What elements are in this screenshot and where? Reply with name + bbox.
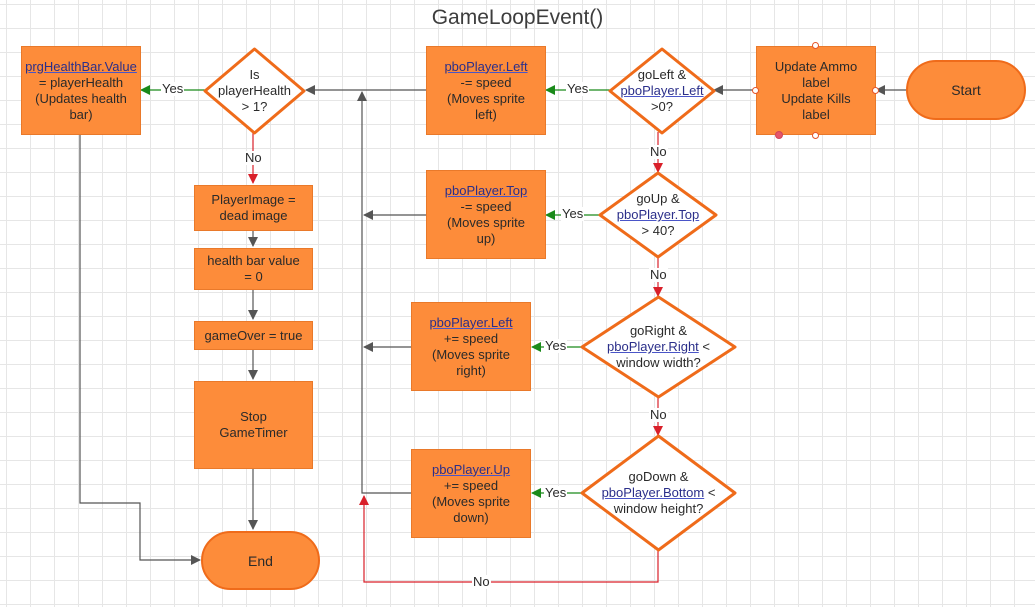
goright-line-1: goRight &	[629, 323, 688, 338]
move-left-line-1: pboPlayer.Left	[444, 58, 528, 74]
health-line-1: Is	[249, 67, 260, 82]
decision-godown[interactable]: goDown & pboPlayer.Bottom < window heigh…	[580, 434, 737, 552]
healthbar-line-4: bar)	[69, 106, 93, 122]
goleft-line-1: goLeft &	[637, 67, 687, 82]
goright-line-2: pboPlayer.Right <	[607, 339, 710, 355]
move-right-process[interactable]: pboPlayer.Left += speed (Moves sprite ri…	[411, 302, 531, 391]
update-line-3: Update Kills	[781, 90, 851, 106]
dead-image-line-2: dead image	[219, 208, 288, 223]
decision-goup-shape	[598, 171, 718, 259]
label-no-health: No	[244, 150, 263, 165]
godown-lt: <	[707, 485, 716, 500]
start-label: Start	[951, 82, 981, 98]
update-line-1: Update Ammo	[774, 58, 858, 74]
edge-godown-no	[359, 495, 659, 583]
selection-handle-bottom[interactable]	[812, 132, 819, 139]
update-line-4: label	[802, 106, 830, 122]
goright-lt: <	[702, 339, 710, 354]
end-label: End	[248, 552, 273, 569]
goleft-line-3: >0?	[650, 99, 674, 114]
health-line-3: > 1?	[241, 99, 268, 114]
move-right-line-4: right)	[456, 362, 486, 378]
decision-godown-shape	[580, 434, 737, 552]
stop-timer-line-1: Stop	[240, 409, 267, 424]
dead-image-process[interactable]: PlayerImage = dead image	[194, 185, 313, 231]
move-left-line-2: -= speed	[460, 74, 512, 90]
selection-handle-right[interactable]	[872, 87, 879, 94]
move-left-line-3: (Moves sprite	[446, 90, 526, 106]
label-no-goup: No	[649, 267, 668, 282]
dead-image-line-1: PlayerImage =	[211, 192, 296, 207]
decision-goleft-shape	[608, 47, 716, 135]
move-left-line-4: left)	[475, 106, 497, 122]
decision-goright[interactable]: goRight & pboPlayer.Right < window width…	[580, 295, 737, 399]
health-zero-process[interactable]: health bar value = 0	[194, 248, 313, 290]
health-zero-line-2: = 0	[244, 269, 263, 284]
move-down-line-3: (Moves sprite	[431, 493, 511, 509]
label-no-godown: No	[472, 574, 491, 589]
goright-code: pboPlayer.Right	[607, 339, 699, 354]
godown-line-1: goDown &	[628, 469, 689, 484]
move-right-line-2: += speed	[443, 330, 499, 346]
move-right-line-3: (Moves sprite	[431, 346, 511, 362]
decision-health[interactable]: Is playerHealth > 1?	[203, 47, 306, 135]
healthbar-line-2: = playerHealth	[38, 74, 124, 90]
goleft-line-2: pboPlayer.Left	[620, 83, 704, 98]
game-over-label: gameOver = true	[204, 327, 303, 343]
label-yes-goup: Yes	[561, 206, 585, 221]
godown-line-2: pboPlayer.Bottom <	[602, 485, 716, 501]
label-yes-health: Yes	[161, 81, 185, 96]
move-left-process[interactable]: pboPlayer.Left -= speed (Moves sprite le…	[426, 46, 546, 135]
selection-handle-left[interactable]	[752, 87, 759, 94]
healthbar-line-3: (Updates health	[35, 90, 127, 106]
update-line-2: label	[802, 74, 830, 90]
move-down-line-4: down)	[453, 509, 489, 525]
move-right-line-1: pboPlayer.Left	[429, 314, 513, 330]
move-up-line-3: (Moves sprite	[446, 214, 526, 230]
health-zero-line-1: health bar value	[207, 253, 300, 268]
start-node[interactable]: Start	[906, 60, 1026, 120]
move-up-line-4: up)	[476, 230, 496, 246]
move-up-line-1: pboPlayer.Top	[444, 182, 528, 198]
goright-line-4: window width?	[616, 355, 701, 370]
edge-movedown-to-bus	[357, 91, 411, 494]
godown-code: pboPlayer.Bottom	[601, 485, 705, 500]
move-down-process[interactable]: pboPlayer.Up += speed (Moves sprite down…	[411, 449, 531, 538]
selection-handle-corner[interactable]	[775, 131, 783, 139]
healthbar-process[interactable]: prgHealthBar.Value = playerHealth (Updat…	[21, 46, 141, 135]
diagram-title: GameLoopEvent()	[431, 6, 604, 29]
end-node[interactable]: End	[201, 531, 320, 590]
decision-goleft[interactable]: goLeft & pboPlayer.Left >0?	[608, 47, 716, 135]
label-yes-godown: Yes	[544, 485, 568, 500]
label-no-goleft: No	[649, 144, 668, 159]
selection-handle-top[interactable]	[812, 42, 819, 49]
stop-timer-line-2: GameTimer	[219, 425, 288, 440]
stop-timer-process[interactable]: Stop GameTimer	[194, 381, 313, 469]
move-down-line-2: += speed	[443, 477, 499, 493]
goup-line-2: pboPlayer.Top	[616, 207, 700, 222]
move-down-line-1: pboPlayer.Up	[431, 461, 511, 477]
healthbar-line-1: prgHealthBar.Value	[25, 58, 137, 74]
decision-goup[interactable]: goUp & pboPlayer.Top > 40?	[598, 171, 718, 259]
game-over-process[interactable]: gameOver = true	[194, 321, 313, 350]
label-yes-goleft: Yes	[566, 81, 590, 96]
goup-line-1: goUp &	[636, 191, 680, 206]
move-up-line-2: -= speed	[460, 198, 512, 214]
label-yes-goright: Yes	[544, 338, 568, 353]
decision-health-shape	[203, 47, 306, 135]
health-line-2: playerHealth	[218, 83, 291, 98]
edge-healthbar-to-end	[79, 134, 201, 565]
decision-goright-shape	[580, 295, 737, 399]
goup-line-3: > 40?	[641, 223, 675, 238]
update-labels-process[interactable]: Update Ammo label Update Kills label	[756, 46, 876, 135]
move-up-process[interactable]: pboPlayer.Top -= speed (Moves sprite up)	[426, 170, 546, 259]
godown-line-4: window height?	[613, 501, 704, 516]
label-no-goright: No	[649, 407, 668, 422]
